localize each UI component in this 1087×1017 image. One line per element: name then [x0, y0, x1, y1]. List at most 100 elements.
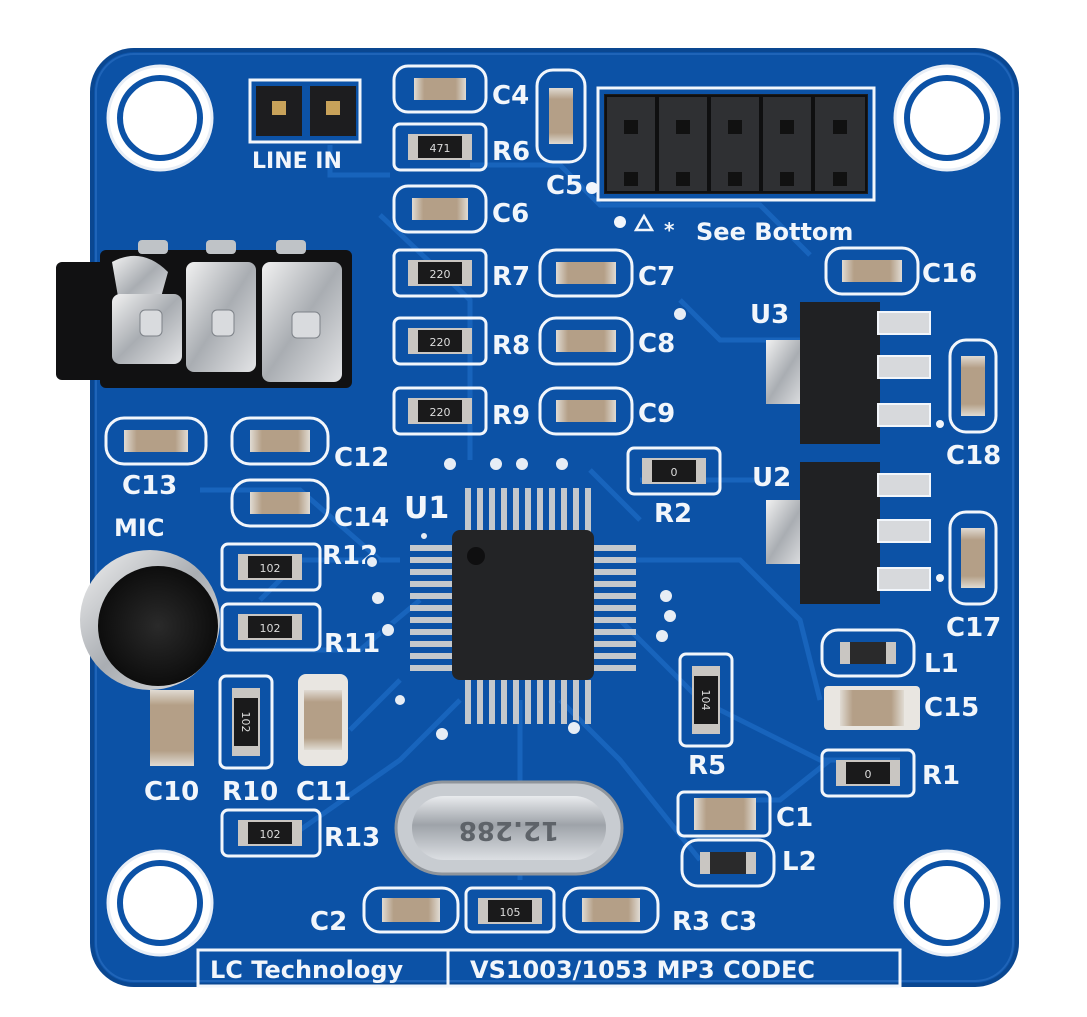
resistor-r13: 102	[220, 808, 322, 858]
capacitor-c10	[150, 690, 194, 766]
bottom-label-box	[196, 948, 902, 988]
label-r13: R13	[324, 823, 380, 853]
label-c4: C4	[492, 81, 529, 111]
codec-chip-u1	[410, 488, 636, 724]
resistor-r5: 104	[678, 652, 734, 748]
label-r3: R3	[672, 907, 710, 937]
label-c10: C10	[144, 777, 199, 807]
capacitor-c15	[824, 686, 920, 730]
marking-r11: 102	[260, 622, 281, 635]
capacitor-c3	[562, 886, 660, 934]
inductor-l2	[680, 838, 776, 888]
label-u3: U3	[750, 300, 789, 330]
marking-r3: 105	[500, 906, 521, 919]
label-r1: R1	[922, 761, 960, 791]
mounting-hole-tr	[893, 64, 1001, 172]
capacitor-c8	[538, 316, 634, 366]
resistor-r11: 102	[220, 602, 322, 652]
mic-label: MIC	[114, 514, 164, 542]
mounting-holes	[106, 64, 1001, 957]
label-c8: C8	[638, 329, 675, 359]
marking-r8: 220	[430, 336, 451, 349]
label-r8: R8	[492, 331, 530, 361]
audio-jack	[56, 240, 352, 388]
resistor-r1: 0	[820, 748, 916, 798]
resistor-r8: 220	[392, 316, 488, 366]
label-r2: R2	[654, 499, 692, 529]
label-l1: L1	[924, 649, 959, 679]
resistor-r7: 220	[392, 248, 488, 298]
label-c1: C1	[776, 803, 813, 833]
microphone	[80, 550, 220, 690]
mounting-hole-tl	[106, 64, 214, 172]
crystal-marking: 12.288	[459, 815, 559, 845]
marking-r6: 471	[430, 142, 451, 155]
capacitor-c17	[948, 510, 998, 606]
marking-r12: 102	[260, 562, 281, 575]
capacitor-c9	[538, 386, 634, 436]
pin-header-2x5	[586, 86, 876, 228]
label-l2: L2	[782, 847, 817, 877]
marking-r2: 0	[671, 466, 678, 479]
crystal-oscillator: 12.288	[394, 780, 624, 876]
capacitor-c4	[392, 64, 488, 114]
label-r7: R7	[492, 262, 530, 292]
capacitor-c16	[824, 246, 920, 296]
line-in-header	[248, 78, 362, 144]
label-u1: U1	[404, 491, 449, 526]
inductor-l1	[820, 628, 916, 678]
vias	[365, 306, 688, 742]
capacitor-c14	[230, 478, 330, 528]
label-c14: C14	[334, 503, 389, 533]
label-c15: C15	[924, 693, 979, 723]
capacitor-c5	[535, 68, 587, 164]
mounting-hole-br	[893, 849, 1001, 957]
pcb-edge-highlight	[95, 53, 1014, 982]
svg-text:*: *	[664, 218, 675, 242]
label-c3: C3	[720, 907, 757, 937]
line-in-label: LINE IN	[252, 149, 342, 174]
maker-label: LC Technology	[210, 956, 404, 984]
label-c17: C17	[946, 613, 1001, 643]
marking-r13: 102	[260, 828, 281, 841]
label-c7: C7	[638, 262, 675, 292]
header-note: * See Bottom	[633, 213, 853, 246]
label-c16: C16	[922, 259, 977, 289]
capacitor-c6	[392, 184, 488, 234]
label-c9: C9	[638, 399, 675, 429]
marking-r9: 220	[430, 406, 451, 419]
resistor-r2: 0	[626, 446, 722, 496]
capacitor-c18	[948, 338, 998, 434]
label-c11: C11	[296, 777, 351, 807]
regulator-u2	[766, 462, 944, 604]
marking-r1: 0	[865, 768, 872, 781]
product-label: VS1003/1053 MP3 CODEC	[470, 956, 815, 984]
label-c18: C18	[946, 441, 1001, 471]
capacitor-c2	[362, 886, 460, 934]
marking-r5: 104	[699, 690, 712, 711]
label-c13: C13	[122, 471, 177, 501]
resistor-r3: 105	[464, 886, 556, 934]
capacitor-c7	[538, 248, 634, 298]
resistor-r9: 220	[392, 386, 488, 436]
capacitor-c1	[676, 790, 772, 838]
label-r6: R6	[492, 137, 530, 167]
label-u2: U2	[752, 463, 791, 493]
capacitor-c11	[298, 674, 348, 766]
resistor-r10: 102	[218, 674, 274, 770]
label-r10: R10	[222, 777, 278, 807]
capacitor-c12	[230, 416, 330, 466]
see-bottom-label: See Bottom	[696, 218, 853, 246]
label-c12: C12	[334, 443, 389, 473]
regulator-u3	[766, 302, 944, 444]
resistor-r12: 102	[220, 542, 322, 592]
resistor-r6: 471	[392, 122, 488, 172]
label-r5: R5	[688, 751, 726, 781]
label-c5: C5	[546, 171, 583, 201]
label-c2: C2	[310, 907, 347, 937]
marking-r10: 102	[239, 712, 252, 733]
label-r11: R11	[324, 629, 380, 659]
label-r9: R9	[492, 401, 530, 431]
mounting-hole-bl	[106, 849, 214, 957]
